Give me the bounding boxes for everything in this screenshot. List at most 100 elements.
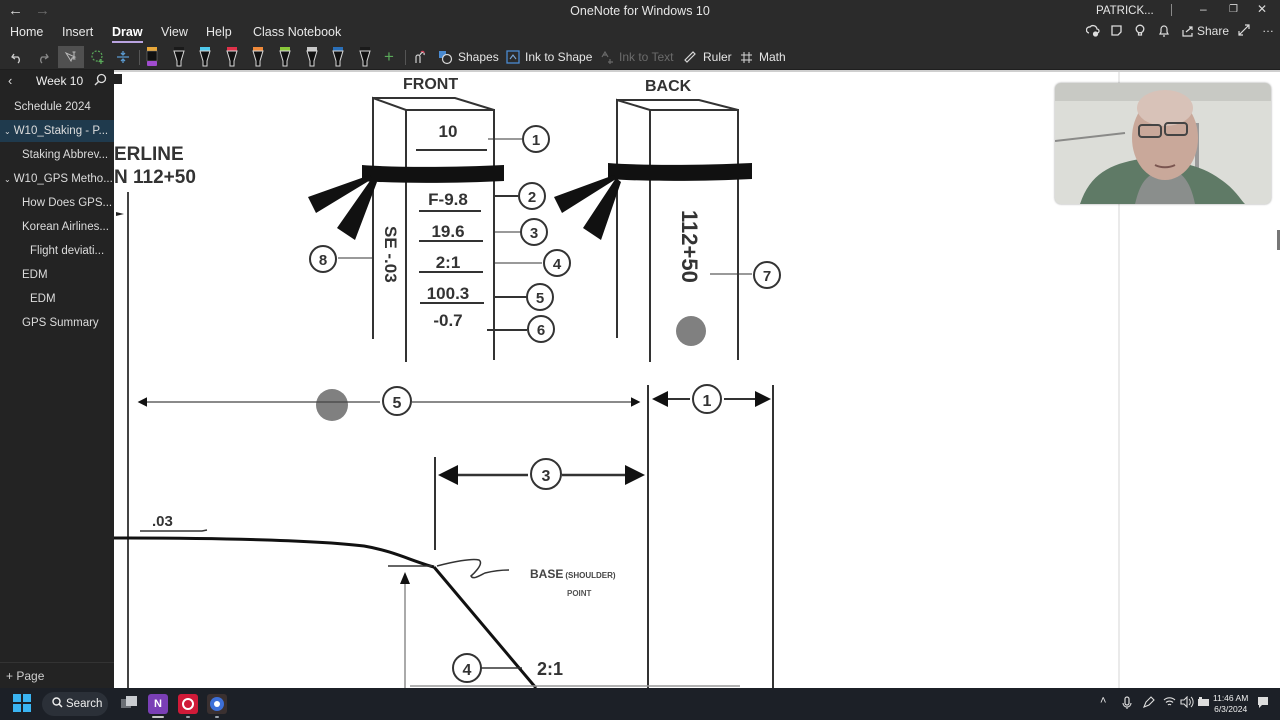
onenote-icon: N [154, 698, 162, 710]
pen-pen-red[interactable] [225, 47, 239, 69]
page-label: Staking Abbrev... [22, 149, 109, 161]
close-button[interactable]: ✕ [1257, 2, 1268, 16]
pen-pen-green[interactable] [278, 47, 292, 69]
sidebar-page-item[interactable]: GPS Summary [0, 312, 114, 334]
tab-view[interactable]: View [161, 25, 188, 39]
page-label: GPS Summary [22, 317, 99, 329]
ink-to-shape-button[interactable]: Ink to Shape [506, 46, 592, 68]
microphone-icon[interactable] [1122, 696, 1132, 713]
running-app-indicator [215, 716, 219, 718]
battery-icon[interactable] [1197, 696, 1211, 711]
lightbulb-icon[interactable] [1134, 24, 1146, 41]
sidebar-page-item[interactable]: Korean Airlines... [0, 216, 114, 238]
shapes-button[interactable]: Shapes [438, 46, 499, 68]
sidebar-page-item[interactable]: Schedule 2024 [0, 96, 114, 118]
callout-1: 1 [532, 132, 540, 149]
tab-home[interactable]: Home [10, 25, 44, 39]
sidebar-page-item[interactable]: EDM [0, 264, 114, 286]
start-button[interactable] [13, 694, 33, 714]
math-button[interactable]: Math [740, 46, 786, 68]
sidebar-page-item[interactable]: EDM [0, 288, 114, 310]
vertical-scrollbar[interactable] [1277, 230, 1280, 250]
forward-arrow-icon[interactable]: → [35, 2, 50, 19]
opera-taskbar-app[interactable] [178, 694, 198, 714]
volume-icon[interactable] [1180, 695, 1194, 711]
base-label: BASE(SHOULDER) [530, 567, 616, 581]
ruler-icon [684, 51, 696, 63]
pen-icon [172, 47, 185, 67]
tab-draw[interactable]: Draw [112, 25, 143, 43]
slope-ratio-label: 2:1 [537, 659, 563, 679]
notification-bell-icon[interactable] [1158, 24, 1170, 41]
tab-insert[interactable]: Insert [62, 25, 94, 39]
section-header: ‹ Week 10 [0, 70, 114, 92]
toolbar-divider [405, 50, 406, 65]
restore-button[interactable]: ❐ [1229, 4, 1238, 15]
chevron-down-icon[interactable]: ⌄ [4, 127, 11, 136]
ruler-button[interactable]: Ruler [683, 46, 732, 68]
tab-class-notebook[interactable]: Class Notebook [253, 25, 342, 39]
centerline-label: ERLINE [114, 144, 184, 165]
callout-4: 4 [553, 256, 562, 273]
add-space-button[interactable] [116, 46, 130, 68]
note-canvas[interactable]: ERLINE N 112+50 FRONT 10 F-9.8 19.6 2:1 … [114, 70, 1280, 688]
search-icon[interactable] [94, 73, 107, 91]
station-label: N 112+50 [114, 167, 196, 188]
settings-taskbar-app[interactable] [207, 694, 227, 714]
type-select-tool[interactable] [58, 46, 84, 68]
stake-value-1: 10 [439, 122, 458, 141]
notification-center-icon[interactable] [1257, 696, 1269, 712]
fullscreen-icon[interactable] [1238, 24, 1250, 39]
show-hidden-icons-button[interactable]: ˄ [1100, 695, 1107, 707]
pen-pen-orange[interactable] [251, 47, 265, 69]
add-pen-button[interactable]: + [384, 47, 394, 66]
pen-pen-gray[interactable] [305, 47, 319, 69]
back-arrow-icon[interactable]: ← [8, 2, 23, 19]
chevron-down-icon[interactable]: ⌄ [4, 175, 11, 184]
pen-highlighter-purple[interactable] [145, 47, 159, 69]
pen-menu-icon[interactable] [1142, 696, 1155, 712]
math-label: Math [759, 50, 786, 64]
user-account[interactable]: PATRICK... [1096, 5, 1154, 17]
running-app-indicator [186, 716, 190, 718]
tab-help[interactable]: Help [206, 25, 232, 39]
shapes-label: Shapes [458, 50, 499, 64]
pen-pen-blue[interactable] [331, 47, 345, 69]
toolbar-divider [139, 50, 140, 65]
sidebar-page-item[interactable]: ⌄W10_Staking - P... [0, 120, 114, 142]
add-page-button[interactable]: + Page [0, 662, 114, 688]
sidebar-page-item[interactable]: ⌄W10_GPS Metho... [0, 168, 114, 190]
more-options-icon[interactable]: … [1262, 21, 1274, 35]
share-button[interactable]: Share [1182, 24, 1229, 38]
pen-pen-black-2[interactable] [358, 47, 372, 69]
search-label: Search [66, 698, 103, 710]
redo-button[interactable] [36, 46, 50, 68]
pen-icon [199, 47, 211, 67]
sidebar-page-item[interactable]: How Does GPS... [0, 192, 114, 214]
callout-6: 6 [537, 322, 545, 339]
slope-callout-4: 4 [463, 662, 472, 679]
taskbar-search[interactable]: Search [42, 692, 108, 716]
minimize-button[interactable]: – [1200, 2, 1207, 16]
sidebar-page-item[interactable]: Staking Abbrev... [0, 144, 114, 166]
sticky-notes-icon[interactable] [1110, 24, 1123, 40]
pen-icon [332, 47, 344, 67]
wifi-icon[interactable] [1163, 696, 1176, 710]
collapse-chevron-icon[interactable]: ‹ [8, 73, 13, 88]
callout-5: 5 [536, 290, 544, 307]
station-text: 112+50 [677, 210, 702, 283]
page-label: W10_Staking - P... [13, 125, 109, 137]
undo-button[interactable] [10, 46, 24, 68]
ink-replay-button[interactable] [412, 46, 426, 68]
staking-diagram: ERLINE N 112+50 FRONT 10 F-9.8 19.6 2:1 … [114, 70, 1280, 688]
pen-pen-black[interactable] [172, 47, 186, 69]
shapes-icon [439, 50, 453, 64]
task-view-button[interactable] [120, 694, 140, 714]
system-clock[interactable]: 11:46 AM 6/3/2024 [1213, 693, 1248, 715]
sidebar-page-item[interactable]: Flight deviati... [0, 240, 114, 262]
lasso-select-button[interactable] [90, 46, 106, 68]
onenote-taskbar-app[interactable]: N [148, 694, 168, 714]
pen-pen-cyan[interactable] [198, 47, 212, 69]
sync-status-icon[interactable] [1085, 24, 1100, 41]
ink-to-text-button[interactable]: Ink to Text [600, 46, 673, 68]
